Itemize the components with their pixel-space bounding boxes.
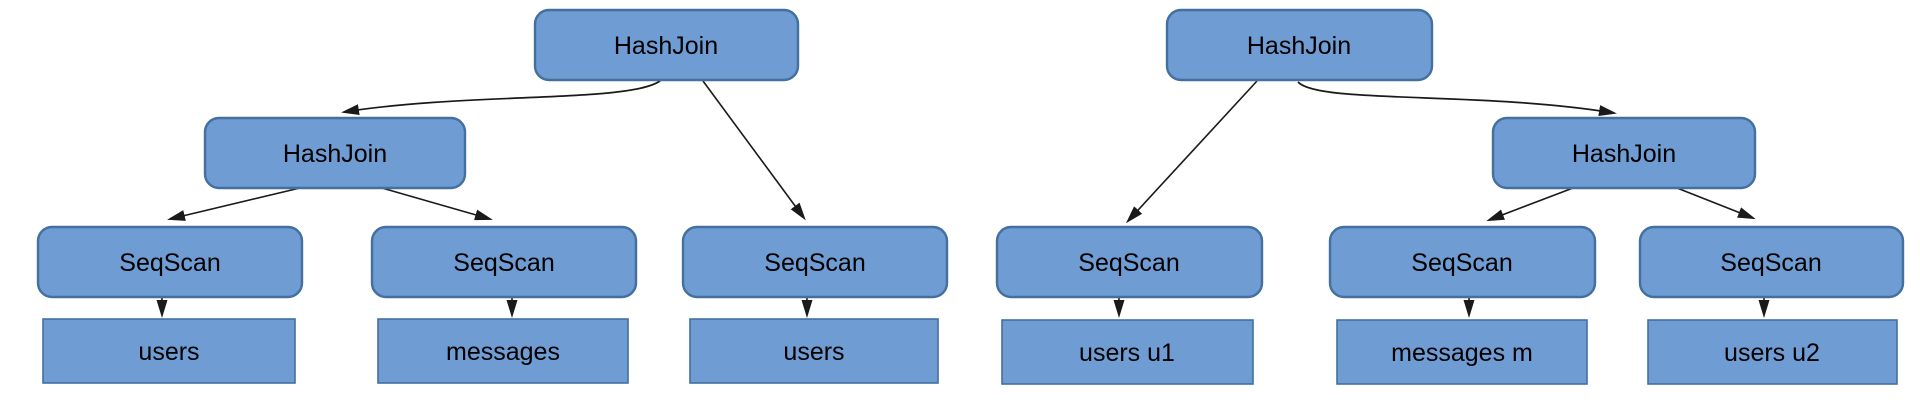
node-seqscan-2: SeqScan xyxy=(1328,225,1597,299)
edge-join2-to-scan2 xyxy=(1486,187,1574,222)
node-seqscan-2: SeqScan xyxy=(370,225,638,299)
edge-join2-to-scan2 xyxy=(381,187,493,221)
node-table-users-u2: users u2 xyxy=(1647,319,1898,385)
edge-join2-to-scan3 xyxy=(1676,187,1756,220)
node-box xyxy=(681,225,949,299)
node-box xyxy=(203,116,467,190)
node-seqscan-1: SeqScan xyxy=(995,225,1264,299)
node-box xyxy=(1001,319,1254,385)
node-table-messages-m: messages m xyxy=(1336,319,1588,385)
plan-tree-right: HashJoin HashJoin SeqScan SeqScan SeqSca… xyxy=(995,8,1905,385)
node-label: users xyxy=(138,338,199,366)
node-box xyxy=(995,225,1264,299)
node-label: SeqScan xyxy=(764,249,865,277)
node-table-users: users xyxy=(42,318,296,384)
edge-root-to-scan3 xyxy=(702,80,806,221)
node-label: messages xyxy=(446,338,560,366)
plan-tree-left: HashJoin HashJoin SeqScan SeqScan SeqSca… xyxy=(36,8,949,384)
edge-root-to-join2 xyxy=(341,80,661,116)
node-label: users u1 xyxy=(1079,339,1175,367)
node-label: HashJoin xyxy=(1572,140,1676,168)
node-hashjoin-child: HashJoin xyxy=(203,116,467,190)
node-box xyxy=(689,318,939,384)
node-label: SeqScan xyxy=(1411,249,1512,277)
edge-root-to-join2 xyxy=(1297,81,1617,117)
node-label: messages m xyxy=(1391,339,1533,367)
node-table-users-u1: users u1 xyxy=(1001,319,1254,385)
node-table-users-2: users xyxy=(689,318,939,384)
node-label: SeqScan xyxy=(1720,249,1821,277)
node-box xyxy=(1328,225,1597,299)
node-hashjoin-root: HashJoin xyxy=(1165,8,1434,82)
node-label: SeqScan xyxy=(119,249,220,277)
node-seqscan-1: SeqScan xyxy=(36,225,304,299)
edge-root-to-scan1 xyxy=(1125,80,1258,224)
node-box xyxy=(42,318,296,384)
node-table-messages: messages xyxy=(377,318,629,384)
node-label: HashJoin xyxy=(283,140,387,168)
node-box xyxy=(1165,8,1434,82)
node-box xyxy=(1647,319,1898,385)
node-box xyxy=(533,8,800,82)
node-box xyxy=(370,225,638,299)
node-box xyxy=(1638,225,1905,299)
node-label: HashJoin xyxy=(1247,32,1351,60)
node-box xyxy=(1491,116,1757,190)
node-label: users xyxy=(783,338,844,366)
node-box xyxy=(377,318,629,384)
node-seqscan-3: SeqScan xyxy=(1638,225,1905,299)
node-label: SeqScan xyxy=(453,249,554,277)
node-hashjoin-root: HashJoin xyxy=(533,8,800,82)
edge-join2-to-scan1 xyxy=(167,187,301,221)
node-box xyxy=(1336,319,1588,385)
node-label: users u2 xyxy=(1724,339,1820,367)
node-seqscan-3: SeqScan xyxy=(681,225,949,299)
node-hashjoin-child: HashJoin xyxy=(1491,116,1757,190)
node-label: SeqScan xyxy=(1078,249,1179,277)
node-box xyxy=(36,225,304,299)
node-label: HashJoin xyxy=(614,32,718,60)
